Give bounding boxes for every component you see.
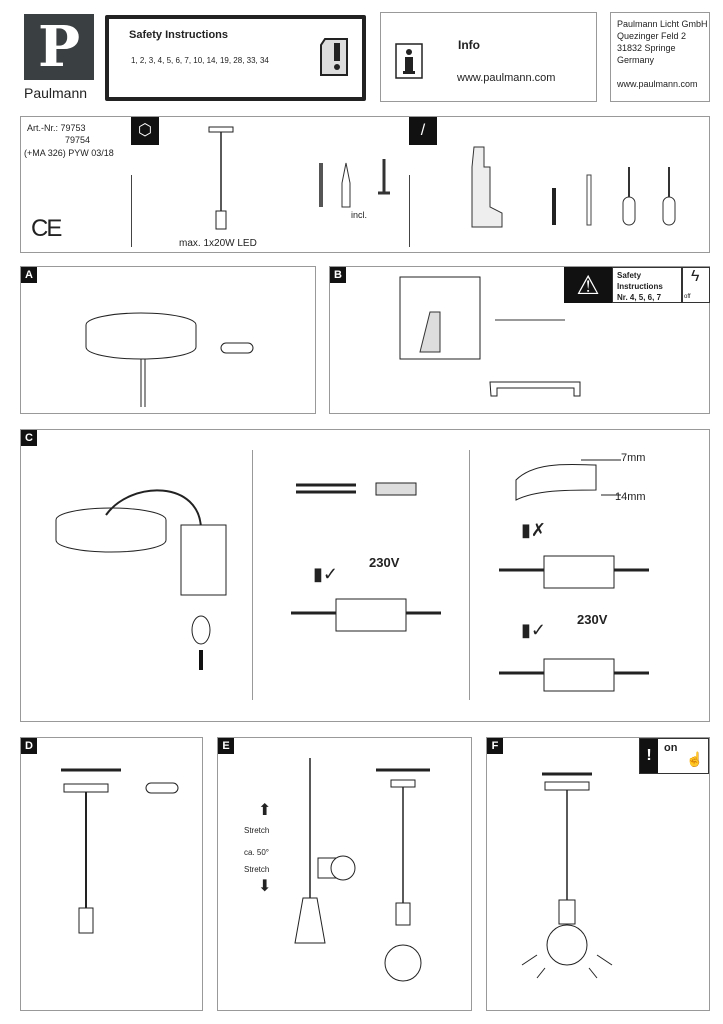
canopy-screw-illustration <box>85 312 254 407</box>
on-label: on <box>664 742 678 754</box>
drill-bit-illustration <box>586 174 592 226</box>
strip-length-illustration <box>515 459 621 501</box>
pencil-illustration <box>552 188 556 225</box>
safety-numbers: 1, 2, 3, 4, 5, 6, 7, 10, 14, 19, 28, 33,… <box>131 56 269 65</box>
terminal-block-ok-illustration <box>499 658 649 692</box>
product-panel: Art.-Nr.: 79753 79754 (+MA 326) PYW 03/1… <box>20 116 710 253</box>
step-label-c: C <box>21 430 37 446</box>
lit-pendant-illustration <box>521 772 613 979</box>
step-label-e: E <box>218 738 234 754</box>
safety-title: Safety Instructions <box>129 29 229 41</box>
safety-instructions-box: Safety Instructions 1, 2, 3, 4, 5, 6, 7,… <box>105 15 366 101</box>
article-extra: (+MA 326) PYW 03/18 <box>24 148 114 158</box>
ceiling-pendant-illustration <box>61 768 179 934</box>
included-label: incl. <box>351 210 368 220</box>
stretch-label: Stretch <box>244 826 270 835</box>
switch-icon: ☝ <box>686 751 704 767</box>
paulmann-logo: P <box>24 14 94 80</box>
safety-numbers: Nr. 4, 5, 6, 7 <box>617 293 662 302</box>
terminal-block-wrong-illustration <box>499 555 649 589</box>
temperature-label: ca. 50° <box>244 848 269 857</box>
step-label-b: B <box>330 267 346 283</box>
check-wrong-icon: ▮✗ <box>521 520 546 540</box>
safety-instructions-label: Safety Instructions <box>617 271 663 291</box>
info-icon <box>395 43 423 79</box>
step-label-f: F <box>487 738 503 754</box>
step-a-panel: A <box>20 266 316 414</box>
warning-exclamation-icon: ! <box>640 739 658 773</box>
address-line: 31832 Springe <box>617 43 676 53</box>
address-line: Quezinger Feld 2 <box>617 31 687 41</box>
voltage-label: 230V <box>369 555 400 570</box>
brand-name: Paulmann <box>24 85 88 101</box>
logo-letter: P <box>37 14 81 80</box>
stretch-cable-illustration <box>294 758 356 944</box>
step-f-panel: F ! on ☝ <box>486 737 710 1011</box>
document-warning-icon <box>320 38 348 76</box>
info-title: Info <box>458 38 480 52</box>
address-line: Germany <box>617 55 655 65</box>
step-label-a: A <box>21 267 37 283</box>
step-d-panel: D <box>20 737 203 1011</box>
drilling-illustration <box>399 276 481 360</box>
step-c-panel: C 230V ▮✓ 7mm 14mm ▮✗ 230V ▮✓ <box>20 429 710 722</box>
arrow-up-icon: ⬆ <box>258 802 272 819</box>
max-wattage: max. 1x20W LED <box>179 238 257 249</box>
warning-triangle-icon: ⚠ <box>564 267 612 303</box>
arrow-down-icon: ⬇ <box>258 878 272 895</box>
screwdriver-phillips-illustration <box>622 167 636 226</box>
pendant-lamp-illustration <box>208 126 234 230</box>
terminal-connection-illustration <box>55 489 227 670</box>
drill-illustration <box>471 146 503 228</box>
info-box: Info www.paulmann.com <box>380 12 597 102</box>
tools-icon: / <box>409 117 437 145</box>
wire-strip-illustration <box>296 482 417 496</box>
ce-mark: CE <box>31 215 62 242</box>
screwdriver-flat-illustration <box>662 167 676 226</box>
article-number-2: 79754 <box>65 135 91 145</box>
voltage-label: 230V <box>577 612 608 627</box>
article-number: Art.-Nr.: 79753 <box>27 123 86 133</box>
terminal-block-illustration <box>291 598 441 632</box>
address-box: Paulmann Licht GmbH Quezinger Feld 2 318… <box>610 12 710 102</box>
package-icon: ⬡ <box>131 117 159 145</box>
check-ok-icon: ▮✓ <box>313 564 338 584</box>
power-off-icon: ϟ <box>691 268 700 285</box>
address-url[interactable]: www.paulmann.com <box>617 79 698 89</box>
dowels-screws-illustration <box>319 159 390 208</box>
info-url[interactable]: www.paulmann.com <box>457 72 556 84</box>
step-e-panel: E ⬆ Stretch ca. 50° Stretch ⬇ <box>217 737 472 1011</box>
off-label: off <box>684 294 691 300</box>
strip-length-7mm: 7mm <box>621 452 646 464</box>
step-b-panel: B ⚠ Safety Instructions Nr. 4, 5, 6, 7 ϟ… <box>329 266 710 414</box>
mounting-bracket-illustration <box>489 319 581 397</box>
stretch-label: Stretch <box>244 865 270 874</box>
check-ok-icon: ▮✓ <box>521 620 546 640</box>
pendant-with-bulb-illustration <box>376 768 430 982</box>
step-label-d: D <box>21 738 37 754</box>
strip-length-14mm: 14mm <box>615 491 646 503</box>
address-line: Paulmann Licht GmbH <box>617 19 708 29</box>
